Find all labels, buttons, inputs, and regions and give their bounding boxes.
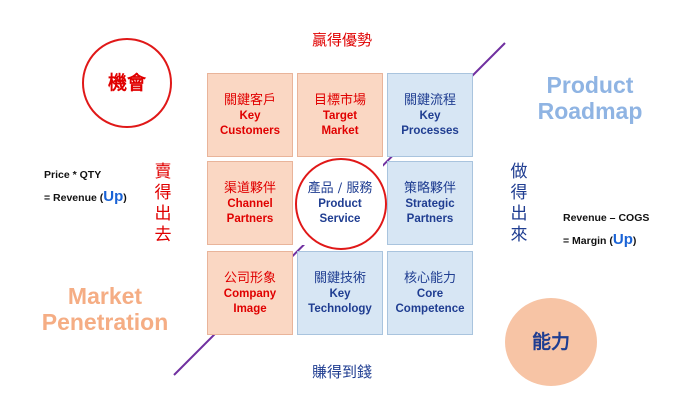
cell-en-1: Core [416,287,444,300]
formula-prefix: = Revenue ( [44,192,104,204]
cell-en-2: Customers [219,124,281,137]
char: 來 [510,225,528,245]
capability-circle: 能力 [505,298,597,386]
char: 得 [154,183,172,203]
formula-line-1: Revenue – COGS [563,212,650,224]
cell-en-1: Key [329,287,351,300]
cell-zh: 目標市場 [313,92,366,108]
opportunity-label: 機會 [107,71,146,94]
formula-suffix: ) [632,235,637,247]
word: Product [546,72,634,98]
cell-zh: 公司形象 [223,270,276,286]
word: Roadmap [537,98,643,124]
char: 得 [510,183,528,203]
cell-zh: 關鍵流程 [403,92,456,108]
cell-zh: 渠道夥伴 [223,180,276,196]
cell-strategic-partners: 策略夥伴 Strategic Partners [387,161,473,245]
cell-core-competence: 核心能力 Core Competence [387,251,473,335]
cell-zh: 關鍵技術 [313,270,366,286]
top-label: 贏得優勢 [311,31,372,49]
capability-label: 能力 [531,330,570,353]
up-word: Up [103,188,124,205]
center-highlight-circle [295,158,387,250]
product-roadmap-label: Product Roadmap [520,72,660,124]
opportunity-circle: 機會 [82,38,172,128]
formula-suffix: ) [123,192,127,204]
cell-en-2: Processes [401,124,459,137]
char: 去 [154,225,172,245]
cell-company-image: 公司形象 Company Image [207,251,293,335]
cell-key-processes: 關鍵流程 Key Processes [387,73,473,157]
cell-en-1: Key [419,109,441,122]
market-penetration-label: Market Penetration [20,283,190,335]
cell-en-2: Market [321,124,359,137]
up-word: Up [612,231,633,248]
cell-en-1: Company [223,287,277,300]
cell-en-2: Technology [308,302,372,315]
cell-zh: 關鍵客戶 [223,92,276,108]
char: 出 [510,204,528,224]
cell-target-market: 目標市場 Target Market [297,73,383,157]
formula-line-1: Price * QTY [44,169,102,181]
margin-formula: Revenue – COGS = Margin (Up) [563,207,649,252]
cell-en-2: Partners [226,212,274,225]
cell-en-1: Strategic [405,197,455,210]
cell-en-2: Image [233,302,267,315]
cell-key-customers: 關鍵客戶 Key Customers [207,73,293,157]
word: Penetration [41,309,169,335]
right-vertical-label: 做 得 出 來 [509,162,529,246]
char: 出 [154,204,172,224]
cell-en-1: Target [322,109,358,122]
bottom-label: 賺得到錢 [311,363,372,381]
cell-key-technology: 關鍵技術 Key Technology [297,251,383,335]
word: Market [67,283,143,309]
left-vertical-label: 賣 得 出 去 [153,162,173,246]
cell-channel-partners: 渠道夥伴 Channel Partners [207,161,293,245]
char: 賣 [154,162,172,182]
cell-zh: 核心能力 [403,270,456,286]
char: 做 [510,162,528,182]
cell-en-2: Competence [395,302,465,315]
cell-en-1: Channel [227,197,273,210]
cell-zh: 策略夥伴 [403,180,456,196]
cell-en-1: Key [239,109,261,122]
formula-line-2: = Revenue (Up) [44,186,127,209]
formula-prefix: = Margin ( [563,235,613,247]
revenue-formula: Price * QTY = Revenue (Up) [44,164,127,209]
cell-en-2: Partners [406,212,454,225]
formula-line-2: = Margin (Up) [563,229,649,252]
